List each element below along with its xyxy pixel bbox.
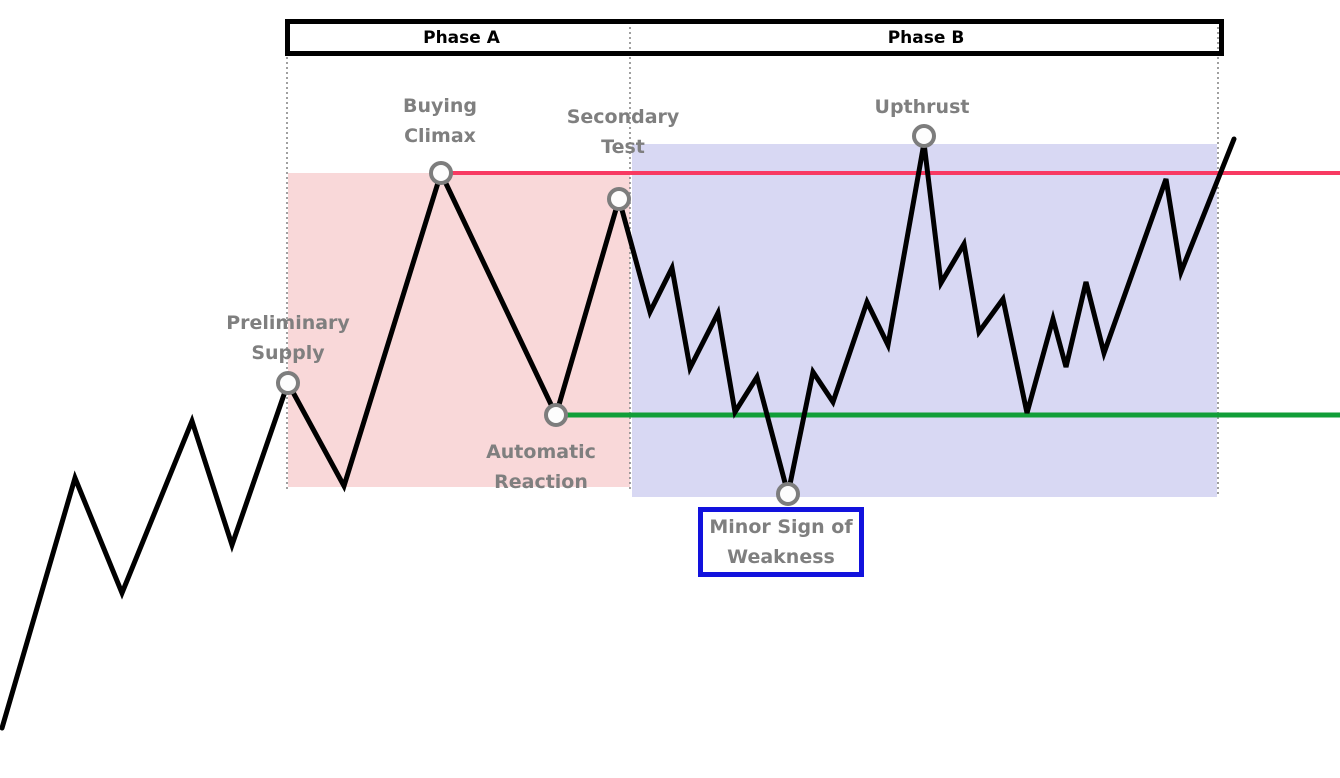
phase-b-region	[632, 144, 1217, 497]
secondary-test-marker	[607, 187, 631, 211]
phase-b-header: Phase B	[633, 24, 1219, 51]
minor-sign-of-weakness-box: Minor Sign of Weakness	[698, 507, 864, 577]
phase-a-region	[288, 173, 630, 487]
buying-climax-marker	[429, 161, 453, 185]
phase-b-label: Phase B	[887, 27, 965, 48]
upthrust-label: Upthrust	[874, 96, 970, 118]
phase-a-header: Phase A	[290, 24, 633, 51]
preliminary-supply-label: Preliminary Supply	[226, 312, 350, 364]
buying-climax-label: Buying Climax	[402, 95, 478, 147]
minor-sign-of-weakness-marker	[776, 482, 800, 506]
preliminary-supply-marker	[276, 371, 300, 395]
phase-header-box: Phase A Phase B	[285, 19, 1224, 56]
secondary-test-label: Secondary Test	[566, 106, 680, 158]
upthrust-marker	[912, 124, 936, 148]
minor-sign-of-weakness-label: Minor Sign of Weakness	[709, 516, 853, 568]
phase-a-label: Phase A	[423, 27, 500, 48]
automatic-reaction-label: Automatic Reaction	[486, 441, 596, 493]
automatic-reaction-marker	[544, 403, 568, 427]
price-line	[0, 136, 1237, 731]
